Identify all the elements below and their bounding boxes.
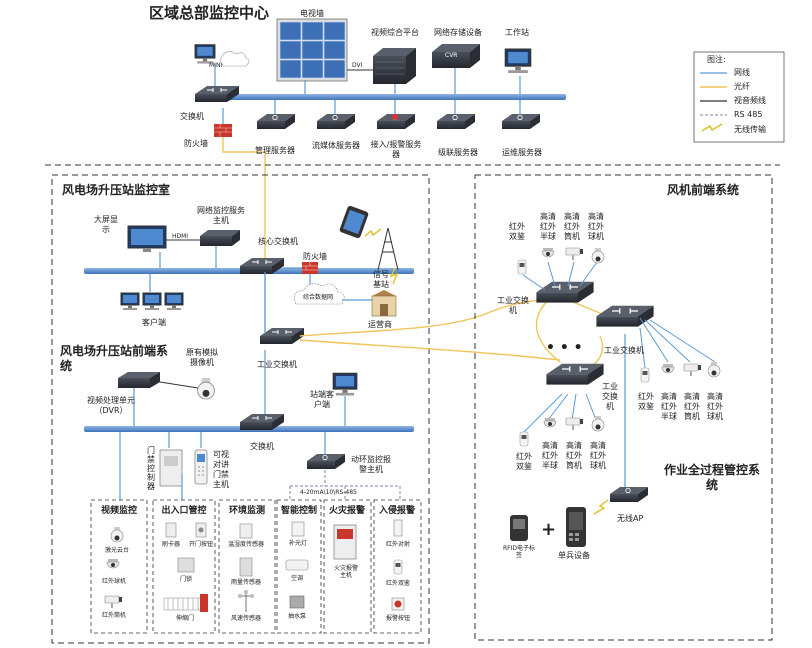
label-old-camera: 原有模拟摄像机 (186, 348, 218, 367)
subsystem-access-title: 出入口管控 (161, 506, 207, 516)
subsystem-access-item: 门锁 (179, 576, 193, 583)
label-client: 客户端 (142, 318, 166, 327)
subsystem-intrusion-item: 红外双鉴 (385, 580, 411, 587)
label-room-firewall: 防火墙 (303, 252, 327, 261)
label-big-screen: 大屏显示 (94, 215, 118, 234)
label-storage: 网络存储设备 (434, 28, 482, 37)
legend-title: 图注: (707, 55, 726, 64)
label-hq-firewall: 防火墙 (184, 139, 208, 148)
turbine-mid-cam-ptz: 高清红外球机 (707, 392, 723, 421)
legend-item-fiber: 光纤 (734, 82, 750, 91)
title-station-front: 风电场升压站前端系统 (60, 344, 169, 373)
label-ops-server: 运维服务器 (502, 148, 542, 157)
subsystem-access-item: 刷卡器 (161, 541, 181, 548)
title-station-room: 风电场升压站监控室 (62, 183, 171, 197)
label-dvi: DVI (352, 62, 363, 69)
subsystem-access-item: 开门按钮 (188, 541, 214, 548)
subsystem-intrusion-item: 红外对射 (385, 541, 411, 548)
subsystem-smart-title: 智能控制 (280, 506, 318, 516)
label-wireless-ap: 无线AP (617, 514, 644, 523)
label-turbine-switch-top: 工业交换机 (497, 296, 529, 315)
legend-item-rs485: RS 485 (734, 110, 763, 119)
subsystem-video-item: 红外球机 (101, 578, 127, 585)
label-signal-tower: 信号基站 (373, 270, 389, 289)
label-front-switch: 交换机 (250, 442, 274, 451)
label-dvr: 视频处理单元（DVR） (87, 396, 135, 415)
turbine-top-cam-bullet: 高清红外筒机 (564, 212, 580, 241)
turbine-bot-cam-ptz: 高清红外球机 (590, 441, 606, 470)
turbine-bot-cam-bullet: 高清红外筒机 (566, 441, 582, 470)
turbine-bot-cam-pir: 红外双鉴 (516, 452, 532, 471)
subsystem-intrusion-item: 报警按钮 (385, 615, 411, 622)
label-door-controller: 门禁控制器 (147, 446, 155, 491)
subsystem-video-item: 红外筒机 (101, 612, 127, 619)
legend-item-ethernet: 网线 (734, 68, 750, 77)
label-tv-wall: 电视墙 (300, 9, 324, 18)
label-video-platform: 视频综合平台 (371, 28, 419, 37)
title-work-system: 作业全过程管控系统 (663, 463, 760, 492)
legend-item-wireless: 无线传输 (734, 125, 766, 134)
turbine-bot-cam-dome: 高清红外半球 (542, 441, 558, 470)
label-bus: 4-20mA\10\RS-485 (300, 489, 357, 496)
label-stream-server: 流媒体服务器 (312, 141, 360, 150)
label-access-server: 接入/报警服务器 (370, 140, 422, 159)
subsystem-smart-item: 补光灯 (288, 540, 308, 547)
subsystem-smart-item: 空调 (290, 575, 304, 582)
label-nvr-host: 网络监控服务主机 (197, 206, 245, 225)
subsystem-env-item: 雨量传感器 (230, 579, 262, 586)
plus-sign: + (541, 519, 557, 540)
turbine-top-cam-dome: 高清红外半球 (540, 212, 556, 241)
label-cascade-server: 级联服务器 (438, 148, 478, 157)
subsystem-env-title: 环境监测 (228, 506, 266, 516)
label-mgmt-server: 管理服务器 (255, 146, 295, 155)
label-terminal-client: 站端客户端 (310, 390, 334, 409)
label-turbine-switch-bot: 工业交换机 (602, 382, 618, 411)
subsystem-fire-title: 火灾报警 (328, 506, 366, 516)
title-turbine: 风机前端系统 (667, 183, 740, 197)
subsystem-fire-item: 火灾报警主机 (333, 565, 358, 579)
label-core-switch: 核心交换机 (258, 237, 298, 246)
subsystem-intrusion-title: 入侵报警 (378, 506, 416, 516)
label-turbine-switch-mid: 工业交换机 (604, 346, 644, 355)
turbine-mid-cam-pir: 红外双鉴 (638, 392, 654, 411)
subsystem-smart-item: 抽水泵 (287, 613, 307, 620)
label-workstation: 工作站 (505, 28, 529, 37)
ring-continuation-dots: • • • (546, 340, 583, 356)
title-hq: 区域总部监控中心 (149, 4, 270, 22)
turbine-mid-cam-dome: 高清红外半球 (661, 392, 677, 421)
label-hdmi: HDMI (172, 233, 189, 240)
legend-item-av-cable: 视音频线 (734, 96, 766, 105)
subsystem-env-item: 温湿度传感器 (227, 541, 265, 548)
label-alarm-host: 动环监控报警主机 (351, 455, 391, 474)
subsystem-env-item: 风速传感器 (230, 615, 262, 622)
label-operator: 运营商 (368, 320, 392, 329)
subsystem-video-item: 激光云台 (104, 547, 130, 554)
label-intercom: 可视对讲门禁主机 (213, 450, 229, 489)
subsystem-access-item: 伸缩门 (175, 615, 195, 622)
label-hq-switch: 交换机 (180, 112, 204, 121)
label-room-industrial-switch: 工业交换机 (257, 360, 297, 369)
subsystem-video-title: 视频监控 (100, 506, 138, 516)
turbine-top-cam-ptz: 高清红外球机 (588, 212, 604, 241)
label-cvr: CVR (445, 52, 458, 59)
label-cloud: 综合数据网 (303, 294, 334, 301)
label-soldier-device: 单兵设备 (558, 551, 590, 560)
turbine-top-cam-pir: 红外双鉴 (509, 222, 525, 241)
label-mini: MINI (209, 62, 223, 69)
label-rfid: RFID电子标签 (503, 545, 536, 559)
turbine-mid-cam-bullet: 高清红外筒机 (684, 392, 700, 421)
